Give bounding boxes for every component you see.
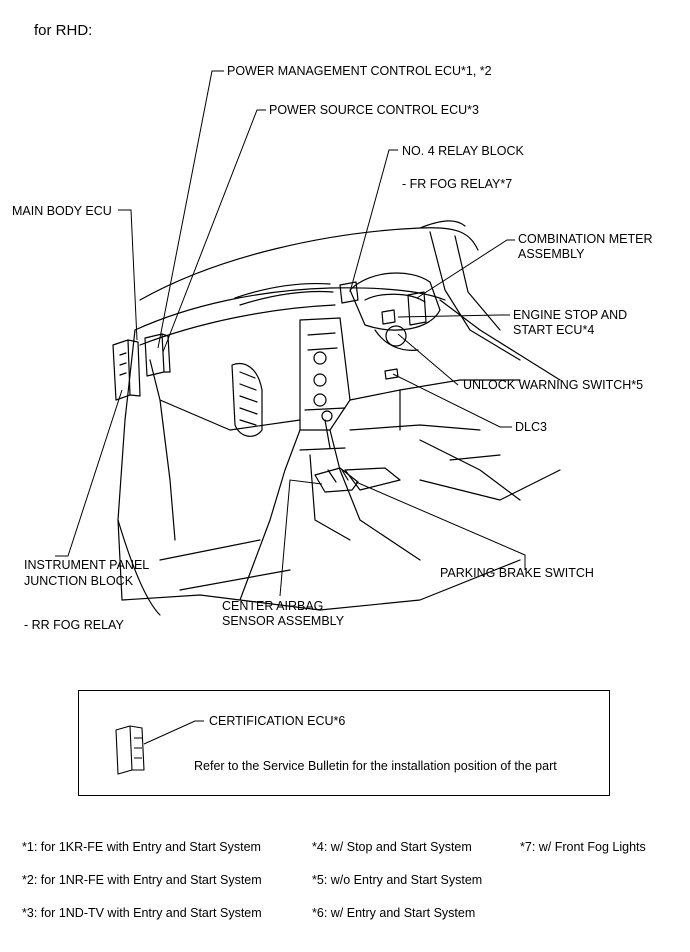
label-center-airbag-line2: SENSOR ASSEMBLY <box>222 614 345 628</box>
label-certification-ecu: CERTIFICATION ECU*6 <box>209 714 346 728</box>
footnote-6: *6: w/ Entry and Start System <box>312 906 476 920</box>
label-ip-junction-block-line1: INSTRUMENT PANEL <box>24 558 150 572</box>
label-engine-stop-ecu-line1: ENGINE STOP AND <box>513 308 628 322</box>
footnote-4: *4: w/ Stop and Start System <box>312 840 472 854</box>
label-power-management-ecu: POWER MANAGEMENT CONTROL ECU*1, *2 <box>227 64 492 78</box>
inset-note: Refer to the Service Bulletin for the in… <box>194 759 557 773</box>
label-fr-fog-relay: - FR FOG RELAY*7 <box>402 177 513 191</box>
diagram-title: for RHD: <box>34 22 93 39</box>
footnote-3: *3: for 1ND-TV with Entry and Start Syst… <box>22 906 262 920</box>
label-main-body-ecu: MAIN BODY ECU <box>12 204 112 218</box>
label-center-airbag-line1: CENTER AIRBAG <box>222 599 324 613</box>
label-combination-meter-line2: ASSEMBLY <box>518 247 585 261</box>
label-engine-stop-ecu-line2: START ECU*4 <box>513 323 595 337</box>
label-dlc3: DLC3 <box>515 420 547 434</box>
label-no4-relay-block: NO. 4 RELAY BLOCK <box>402 144 524 158</box>
label-ip-junction-block-line2: JUNCTION BLOCK <box>24 574 134 588</box>
label-rr-fog-relay: - RR FOG RELAY <box>24 618 124 632</box>
footnote-7: *7: w/ Front Fog Lights <box>520 840 646 854</box>
footnote-1: *1: for 1KR-FE with Entry and Start Syst… <box>22 840 261 854</box>
certification-ecu-inset <box>78 690 610 796</box>
label-parking-brake-switch: PARKING BRAKE SWITCH <box>440 566 594 580</box>
label-unlock-warning-switch: UNLOCK WARNING SWITCH*5 <box>463 378 644 392</box>
label-combination-meter-line1: COMBINATION METER <box>518 232 653 246</box>
label-power-source-ecu: POWER SOURCE CONTROL ECU*3 <box>269 103 479 117</box>
footnote-2: *2: for 1NR-FE with Entry and Start Syst… <box>22 873 262 887</box>
footnote-5: *5: w/o Entry and Start System <box>312 873 483 887</box>
